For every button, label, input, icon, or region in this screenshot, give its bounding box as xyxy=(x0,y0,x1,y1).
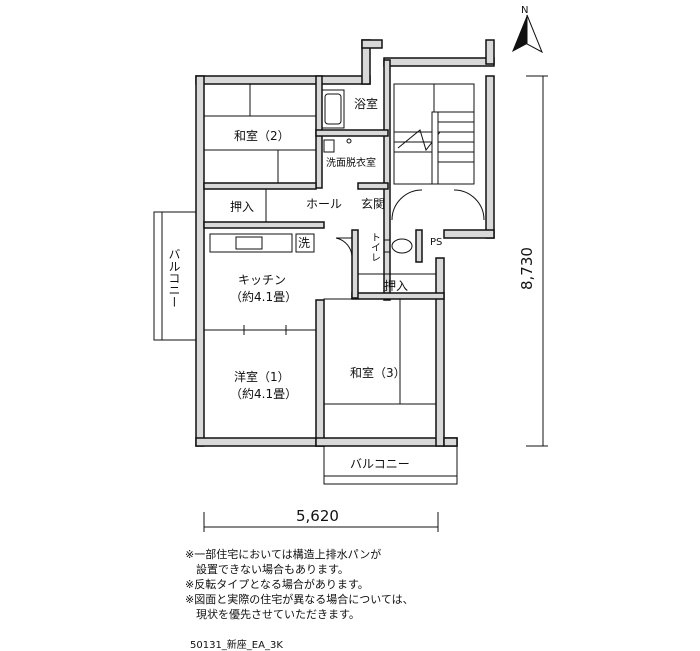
north-compass-icon: N xyxy=(512,5,543,54)
room-yoshitsu1-size: （約4.1畳） xyxy=(230,386,297,401)
kitchen-counter xyxy=(209,233,315,253)
compass-label: N xyxy=(521,5,528,16)
room-kitchen: キッチン xyxy=(238,273,286,287)
room-oshiire-top: 押入 xyxy=(230,200,254,214)
plan-code: 50131_新座_EA_3K xyxy=(190,640,283,651)
room-washitsu3: 和室（3） xyxy=(350,365,406,380)
bathtub xyxy=(321,89,345,129)
room-kitchen-size: （約4.1畳） xyxy=(230,289,297,304)
entrance-door-right xyxy=(453,189,485,221)
note-line: 設置できない場合もあります。 xyxy=(185,563,349,576)
entrance-door-left xyxy=(391,189,423,221)
room-oshiire-mid: 押入 xyxy=(384,279,408,293)
height-value: 8,730 xyxy=(518,247,536,290)
washbasin-icon xyxy=(323,138,352,153)
note-line: ※図面と実際の住宅が異なる場合については、 xyxy=(185,593,414,606)
width-value: 5,620 xyxy=(296,507,339,525)
room-washitsu2: 和室（2） xyxy=(234,128,290,143)
hall-door xyxy=(335,237,353,259)
room-hall: ホール xyxy=(306,197,342,211)
room-sen: 洗 xyxy=(298,236,310,250)
room-balcony-bottom: バルコニー xyxy=(350,457,410,471)
room-ps: PS xyxy=(430,237,442,248)
toilet-icon xyxy=(383,238,413,254)
room-genkan: 玄関 xyxy=(361,196,385,211)
room-bath: 浴室 xyxy=(354,96,378,111)
balcony-bottom xyxy=(323,445,458,485)
note-line: ※一部住宅においては構造上排水パンが xyxy=(185,548,382,561)
width-dimension: 5,620 xyxy=(203,507,439,532)
tatami-lines-washitsu3 xyxy=(323,298,437,439)
room-balcony-side: バルコニー xyxy=(167,248,181,308)
balcony-side xyxy=(153,211,197,341)
notes: ※一部住宅においては構造上排水パンが 設置できない場合もあります。 ※反転タイプ… xyxy=(185,547,414,622)
room-toilet: トイレ xyxy=(369,232,381,262)
tatami-lines-washitsu2 xyxy=(204,84,316,183)
note-line: ※反転タイプとなる場合があります。 xyxy=(185,578,369,591)
room-washroom: 洗面脱衣室 xyxy=(326,156,376,169)
outer-walls xyxy=(195,39,495,447)
height-dimension: 8,730 xyxy=(518,75,548,447)
room-yoshitsu1: 洋室（1） xyxy=(234,369,290,384)
note-line: 現状を優先させていただきます。 xyxy=(185,608,360,621)
staircase xyxy=(393,83,475,185)
